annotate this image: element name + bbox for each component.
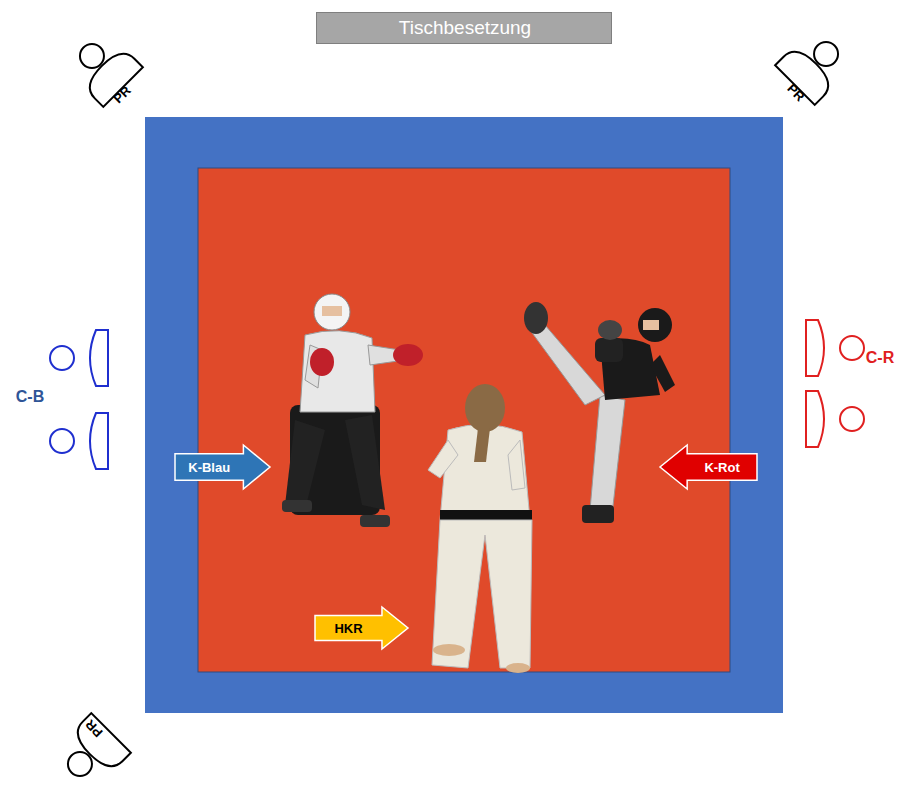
- corner-label: C-B: [16, 388, 44, 406]
- official-symbol: [64, 28, 143, 107]
- role-label: PR: [110, 82, 133, 105]
- coach-symbol: [806, 320, 864, 447]
- arrow-label: K-Blau: [175, 445, 243, 489]
- fighter-figure: [282, 294, 423, 527]
- direction-arrow: HKR: [315, 607, 408, 649]
- official-symbol: [775, 26, 854, 105]
- corner-label: C-R: [866, 349, 894, 367]
- direction-arrow: K-Rot: [660, 445, 757, 489]
- inner-mat: [198, 168, 730, 672]
- title-bar: Tischbesetzung: [316, 12, 612, 44]
- referee-figure: [428, 384, 532, 673]
- arrow-outline: [315, 607, 408, 649]
- title-text: Tischbesetzung: [317, 13, 613, 43]
- coach-symbol: [50, 330, 108, 469]
- fighter-figure: [524, 302, 675, 523]
- outer-mat: [145, 117, 783, 713]
- arrow-outline: [660, 445, 757, 489]
- role-label: PR: [784, 80, 807, 103]
- official-symbol: [52, 713, 131, 789]
- arrow-outline: [175, 445, 270, 489]
- direction-arrow: K-Blau: [175, 445, 270, 489]
- arrow-label: K-Rot: [687, 445, 757, 489]
- arrow-label: HKR: [315, 607, 382, 649]
